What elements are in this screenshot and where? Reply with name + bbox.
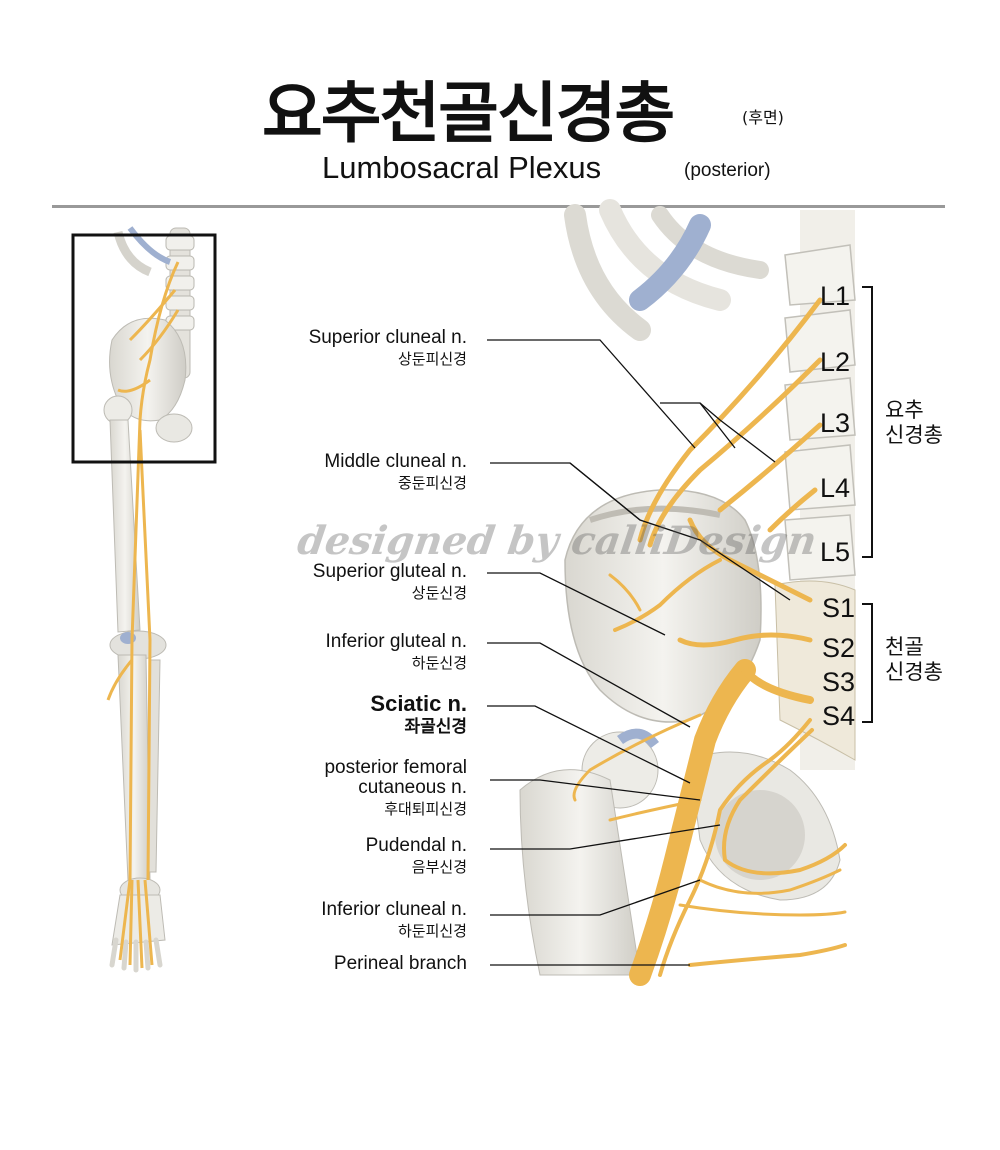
label-superior-gluteal: Superior gluteal n.상둔신경 — [312, 561, 467, 602]
label-pudendal: Pudendal n.음부신경 — [365, 835, 467, 876]
page-title-note: (후면) — [742, 108, 784, 127]
label-superior-cluneal: Superior cluneal n.상둔피신경 — [308, 327, 467, 368]
segment-L4: L4 — [820, 473, 851, 503]
page-subtitle-note: (posterior) — [684, 160, 771, 181]
title-divider — [52, 205, 945, 208]
page-title: 요추천골신경총 — [262, 75, 675, 152]
full-leg-skeleton — [103, 226, 195, 973]
leader-lines — [487, 339, 791, 966]
zoom-region-box — [71, 233, 217, 464]
label-inferior-gluteal: Inferior gluteal n.하둔신경 — [325, 631, 467, 672]
label-perineal-branch: Perineal branch — [333, 953, 467, 974]
segment-S2: S2 — [822, 633, 856, 663]
segment-L5: L5 — [820, 537, 851, 567]
label-middle-cluneal: Middle cluneal n.중둔피신경 — [324, 451, 467, 492]
segment-L1: L1 — [820, 281, 851, 311]
zoomed-pelvis-illustration — [519, 199, 856, 986]
segment-S3: S3 — [822, 667, 856, 697]
segment-L3: L3 — [820, 408, 851, 438]
watermark: designed by calliDesign — [294, 518, 820, 564]
segment-S4: S4 — [822, 701, 856, 731]
label-sciatic: Sciatic n.좌골신경 — [370, 691, 467, 738]
segment-S1: S1 — [822, 593, 856, 623]
segment-L2: L2 — [820, 347, 851, 377]
page-subtitle: Lumbosacral Plexus — [322, 150, 602, 185]
label-inferior-cluneal: Inferior cluneal n.하둔피신경 — [321, 899, 467, 940]
